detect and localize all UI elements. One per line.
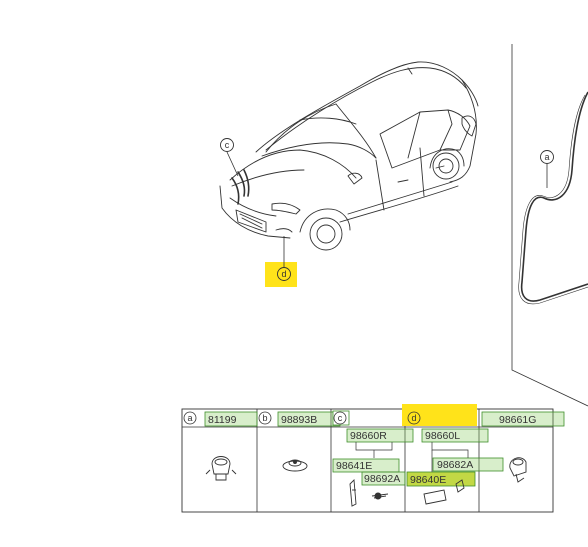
table-col-d-header: d xyxy=(402,404,477,426)
col-d-parts: 98660L 98682A 98640E xyxy=(406,428,504,487)
part-98682A: 98682A xyxy=(437,459,473,471)
part-98641E: 98641E xyxy=(336,460,372,472)
col-a-part: 81199 xyxy=(208,414,237,426)
col-e-part: 98661G xyxy=(499,414,536,426)
table-col-c-header: c xyxy=(332,410,350,426)
part-98692A-drawing xyxy=(371,492,389,500)
part-98660R: 98660R xyxy=(350,430,387,442)
callout-a: a xyxy=(540,150,554,164)
car-illustration xyxy=(219,61,479,251)
part-98660L: 98660L xyxy=(425,430,460,442)
table-col-e-header: 98661G xyxy=(481,411,565,427)
wire-panel xyxy=(511,44,588,407)
callout-c: c xyxy=(220,138,239,177)
col-b-key: b xyxy=(262,413,267,423)
part-98692A: 98692A xyxy=(364,473,400,485)
table-col-a-header: a 81199 xyxy=(183,411,258,427)
part-98640E: 98640E xyxy=(410,474,446,486)
col-c-parts: 98660R 98641E 98692A xyxy=(332,428,414,486)
callout-c-letter: c xyxy=(225,140,230,150)
callout-d: d xyxy=(265,236,297,287)
table-col-b-header: b 98893B xyxy=(258,411,341,427)
col-d-key: d xyxy=(411,413,416,423)
parts-table: a 81199 b 98893B c d 98661G xyxy=(181,404,565,513)
col-b-part: 98893B xyxy=(281,414,317,426)
col-a-key: a xyxy=(187,413,192,423)
part-81199-drawing xyxy=(205,456,237,481)
callout-a-letter: a xyxy=(544,152,549,162)
callout-d-letter: d xyxy=(281,269,286,279)
part-98640E-drawing xyxy=(423,479,465,505)
part-98641E-drawing xyxy=(349,478,357,507)
part-98661G-drawing xyxy=(509,457,527,483)
part-98893B-drawing xyxy=(282,459,308,472)
col-c-key: c xyxy=(338,413,343,423)
